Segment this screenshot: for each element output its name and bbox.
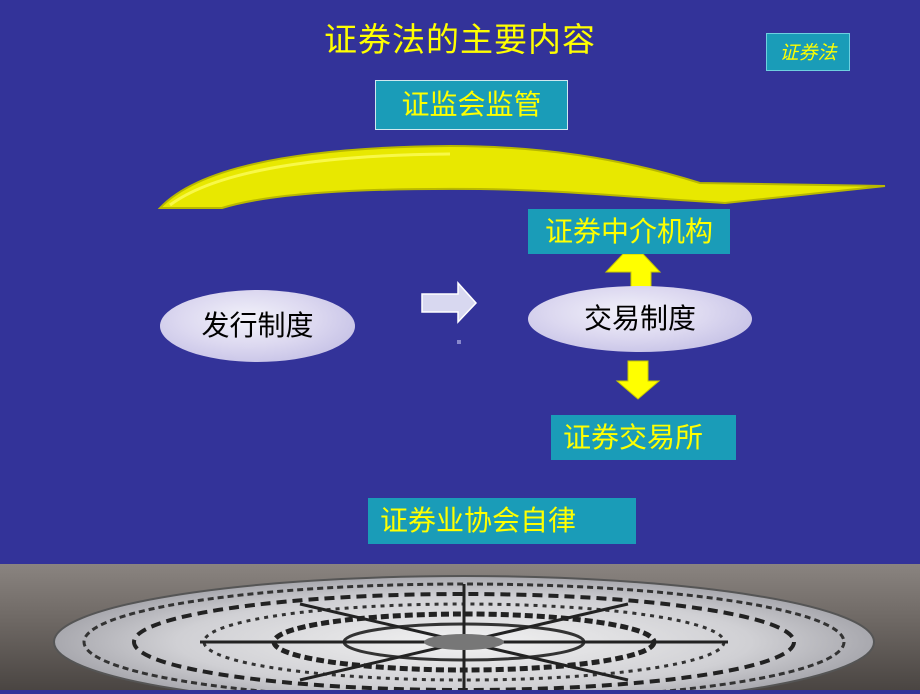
right-arrow-icon <box>421 281 478 324</box>
topic-tag: 证券法 <box>766 33 850 71</box>
exchange-box: 证券交易所 <box>551 415 736 460</box>
ornament-disc-icon <box>53 575 875 694</box>
decorative-floor <box>0 564 920 694</box>
down-arrow-icon <box>615 360 661 400</box>
intermediaries-box: 证券中介机构 <box>528 209 730 254</box>
self-regulation-box: 证券业协会自律 <box>368 498 636 544</box>
regulator-box: 证监会监管 <box>375 80 568 130</box>
curved-arrow-icon <box>157 144 886 209</box>
issuance-ellipse: 发行制度 <box>160 290 355 362</box>
slide-title: 证券法的主要内容 <box>324 20 596 59</box>
up-arrow-icon <box>604 253 662 289</box>
trading-ellipse: 交易制度 <box>528 286 752 352</box>
